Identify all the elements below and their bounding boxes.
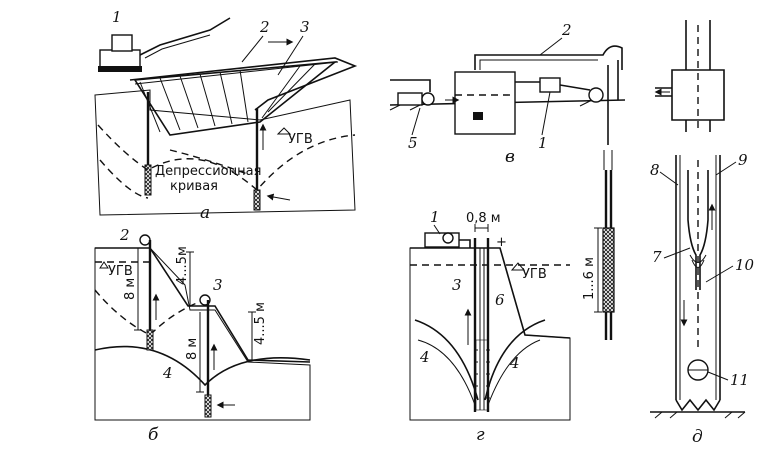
- panel-a-pump-unit: [98, 17, 231, 72]
- panel-v-label-5: 5: [408, 134, 418, 152]
- panel-g-label-3: 3: [452, 276, 462, 294]
- panel-a-header-pipe: [129, 57, 358, 111]
- filter-section: [602, 227, 615, 313]
- panel-g-label-6: 6: [495, 291, 505, 309]
- panel-d: 8 9 7 10 11 д: [650, 20, 755, 447]
- panel-d-label-10: 10: [735, 256, 755, 274]
- panel-g-ugv-label: УГВ: [522, 267, 547, 282]
- panel-g-dim-08: 0,8 м: [466, 211, 501, 226]
- panel-a-label-3: 3: [300, 18, 310, 36]
- panel-v-label-1: 1: [538, 134, 548, 152]
- panel-d-label-7: 7: [652, 248, 662, 266]
- panel-a-curve-label-2: кривая: [170, 179, 218, 194]
- panel-b: 2 3 4 УГВ 4...5м 8 м 8 м 4...5 м б: [94, 226, 311, 445]
- panel-a-ugv-label: УГВ: [288, 132, 313, 147]
- panel-a: 1 2 3 УГВ Депрессионная кривая а: [94, 8, 358, 223]
- panel-g-label-4-left: 4: [419, 348, 430, 366]
- panel-b-ground: [94, 247, 311, 421]
- panel-g-pump: [424, 232, 471, 248]
- panel-b-label-4: 4: [162, 364, 173, 382]
- panel-b-dim-45-top: 4...5м: [175, 246, 190, 285]
- panel-d-label-11: 11: [730, 371, 749, 389]
- panel-g-caption: г: [476, 425, 485, 445]
- panel-g: 1 0,8 м + 3 6 УГВ 4 4 г: [409, 208, 571, 445]
- panel-g-label-4-right: 4: [509, 354, 520, 372]
- panel-g-plus: +: [496, 235, 507, 250]
- panel-g-label-1: 1: [430, 208, 440, 226]
- panel-d-top-pipe: [685, 20, 711, 70]
- panel-a-depression-curve: [97, 124, 356, 191]
- panel-b-dim-45-right: 4...5 м: [253, 302, 268, 345]
- filter-dim-label: 1...6 м: [582, 257, 597, 300]
- panel-b-depression-2: [94, 345, 311, 387]
- panel-a-ground: [94, 89, 356, 216]
- panel-d-ejector: [687, 170, 709, 290]
- panel-d-caption: д: [692, 427, 703, 447]
- panel-b-dim-8-left: 8 м: [123, 278, 138, 300]
- panel-a-pit: [133, 60, 338, 136]
- panel-b-label-2: 2: [119, 226, 130, 244]
- panel-v-pump-right: [515, 77, 604, 103]
- panel-a-caption: а: [200, 203, 210, 223]
- panel-v: 2 5 1 в: [389, 21, 626, 167]
- panel-b-label-3: 3: [213, 276, 223, 294]
- panel-b-dim-8-right: 8 м: [185, 338, 200, 360]
- panel-v-pipe-2: [474, 45, 623, 70]
- panel-a-label-1: 1: [112, 8, 122, 26]
- panel-v-tank: [454, 71, 516, 135]
- panel-d-outer-casing: [675, 155, 721, 400]
- panel-v-pump-left: [390, 79, 435, 106]
- panel-v-label-2: 2: [561, 21, 572, 39]
- filter-link: 1...6 м: [582, 150, 615, 340]
- panel-a-curve-label-1: Депрессионная: [155, 164, 261, 179]
- panel-b-ugv-label: УГВ: [108, 264, 133, 279]
- panel-v-caption: в: [505, 147, 515, 167]
- panel-b-caption: б: [148, 425, 159, 445]
- panel-d-label-9: 9: [738, 151, 748, 169]
- panel-a-label-2: 2: [259, 18, 270, 36]
- panel-d-label-8: 8: [650, 161, 660, 179]
